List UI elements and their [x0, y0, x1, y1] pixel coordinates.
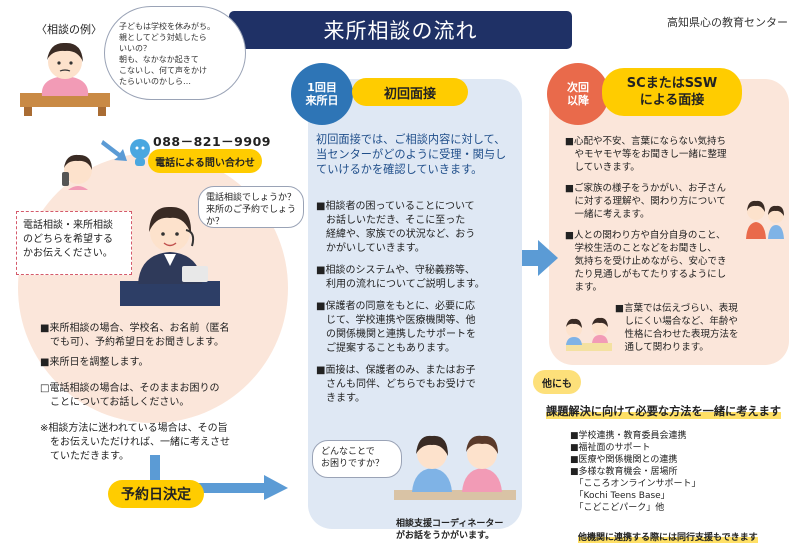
child-drawing-illustration — [566, 317, 612, 351]
bubble-line: 来所のご予約でしょう — [206, 205, 297, 215]
first-visit-items: ■相談者の困っていることについて お話しいただき、そこに至った 経緯や、家族での… — [316, 200, 516, 414]
list-item: ■心配や不安、言葉にならない気持ち やモヤモヤ等をお聞きし一緒に整理 していきま… — [565, 136, 727, 173]
list-item: 「こころオンラインサポート」 — [570, 479, 701, 489]
left-note: ■来所相談の場合、学校名、お名前（匿名 でも可）、予約希望日をお聞きします。 — [40, 323, 230, 348]
badge-line: 次回 — [567, 81, 589, 94]
flow-arrow-right-icon — [522, 240, 558, 276]
badge-line: 来所日 — [305, 94, 339, 107]
caption-line: がお話をうかがいます。 — [396, 531, 495, 541]
note-line: かお伝えください。 — [23, 248, 113, 259]
note-line: のどちらを希望する — [23, 234, 113, 245]
badge-line: 以降 — [567, 94, 589, 107]
worried-parent-illustration — [20, 42, 110, 116]
thought-line: 親としてどう対処したら — [119, 33, 207, 42]
mascot-icon — [130, 139, 150, 166]
next-visit-items: ■心配や不安、言葉にならない気持ち やモヤモヤ等をお聞きし一緒に整理 していきま… — [565, 135, 780, 362]
first-visit-heading: 初回面接 — [352, 78, 468, 106]
list-item: ■ご家族の様子をうかがい、お子さん に対する理解や、関わり方について 一緒に考え… — [565, 183, 726, 220]
intro-line: ていけるかを確認していきます。 — [316, 163, 483, 176]
next-visit-heading: SCまたはSSW による面接 — [602, 68, 742, 116]
thought-line: 朝も、なかなか起きて — [119, 55, 199, 64]
next-visit-badge: 次回 以降 — [547, 63, 609, 125]
other-badge: 他にも — [533, 370, 581, 394]
heading-line: SCまたはSSW — [626, 76, 718, 91]
list-item: ■言葉では伝えづらい、表現 しにくい場合など、年齢や 性格に合わせた表現方法を … — [615, 303, 739, 353]
coordinator-speech-bubble: どんなことで お困りですか？ — [312, 440, 402, 478]
parent-thought-cloud: 子どもは学校を休みがち。 親としてどう対処したら いいの？ 朝も、なかなか起きて… — [104, 6, 246, 100]
bubble-line: か？ — [206, 217, 225, 227]
coordinator-caption: 相談支援コーディネーター がお話をうかがいます。 — [396, 518, 524, 542]
next-visit-panel — [549, 79, 789, 365]
dashed-note: 電話相談・来所相談 のどちらを希望する かお伝えください。 — [16, 211, 132, 275]
coordinator-consultation-illustration — [394, 435, 516, 500]
phone-number[interactable]: 088－821－9909 — [153, 134, 271, 149]
flow-arrow-down-icon — [101, 140, 127, 161]
bubble-line: どんなことで — [321, 447, 375, 457]
list-item: ■医療や関係機関との連携 — [570, 455, 678, 465]
page-title: 来所相談の流れ — [229, 11, 572, 49]
left-note: ※相談方法に迷われている場合は、その旨 をお伝えいただければ、一緒に考えさせ て… — [40, 423, 230, 462]
phone-inquiry-pill: 電話による問い合わせ — [148, 149, 262, 173]
thought-line: たらいいのかしら… — [119, 77, 191, 86]
bubble-line: お困りですか？ — [321, 459, 385, 469]
first-visit-intro: 初回面接では、ご相談内容に対して、 当センターがどのように受理・関与し ていける… — [316, 132, 516, 177]
reservation-pill: 予約日決定 — [108, 480, 204, 508]
bubble-line: 電話相談でしょうか？ — [206, 193, 297, 203]
thought-line: いいの？ — [119, 44, 151, 53]
other-footer: 他機関に連携する際には同行支援もできます — [578, 530, 758, 543]
list-item: ■相談者の困っていることについて お話しいただき、そこに至った 経緯や、家族での… — [316, 201, 476, 254]
thought-line: こないし、何て声をかけ — [119, 66, 207, 75]
first-visit-badge: 1回目 来所日 — [291, 63, 353, 125]
example-label: 〈相談の例〉 — [36, 23, 102, 36]
list-item: ■相談のシステムや、守秘義務等、 利用の流れについてご説明します。 — [316, 265, 485, 290]
list-item: 「こどこどパーク」他 — [570, 503, 665, 513]
badge-line: 1回目 — [307, 81, 337, 94]
heading-line: による面接 — [639, 93, 705, 108]
list-item: ■多様な教育機会・居場所 — [570, 467, 678, 477]
receptionist-illustration — [120, 206, 220, 306]
intro-line: 初回面接では、ご相談内容に対して、 — [316, 133, 506, 146]
intro-line: 当センターがどのように受理・関与し — [316, 148, 507, 161]
thought-line: 子どもは学校を休みがち。 — [119, 22, 215, 31]
list-item: ■面接は、保護者のみ、またはお子 さんも同伴、どちらでもお受けで きます。 — [316, 365, 476, 404]
list-item: ■人との関わり方や自分自身のこと、 学校生活のことなどをお聞きし、 気持ちを受け… — [565, 230, 727, 293]
list-item: ■保護者の同意をもとに、必要に応 じて、学校連携や医療機関等、他 の関係機関と連… — [316, 301, 476, 354]
list-item: 「Kochi Teens Base」 — [570, 491, 670, 501]
caption-line: 相談支援コーディネーター — [396, 519, 504, 529]
left-notes: ■来所相談の場合、学校名、お名前（匿名 でも可）、予約希望日をお聞きします。 ■… — [40, 322, 285, 470]
list-item: ■福祉面のサポート — [570, 443, 651, 453]
list-item: ■学校連携・教育委員会連携 — [570, 431, 687, 441]
counselor-mother-illustration — [746, 200, 784, 239]
left-note: □電話相談の場合は、そのままお困りの ことについてお話しください。 — [40, 383, 220, 408]
note-line: 電話相談・来所相談 — [23, 220, 113, 231]
left-note: ■来所日を調整します。 — [40, 357, 149, 368]
organization-name: 高知県心の教育センター — [667, 16, 788, 29]
other-heading: 課題解決に向けて必要な方法を一緒に考えます — [546, 403, 781, 419]
flow-arrow-right-bottom-icon — [150, 455, 288, 500]
other-items: ■学校連携・教育委員会連携 ■福祉面のサポート ■医療や関係機関との連携 ■多様… — [570, 430, 790, 514]
parent-phone-illustration — [62, 154, 92, 190]
receptionist-speech-bubble: 電話相談でしょうか？ 来所のご予約でしょう か？ — [198, 186, 304, 228]
